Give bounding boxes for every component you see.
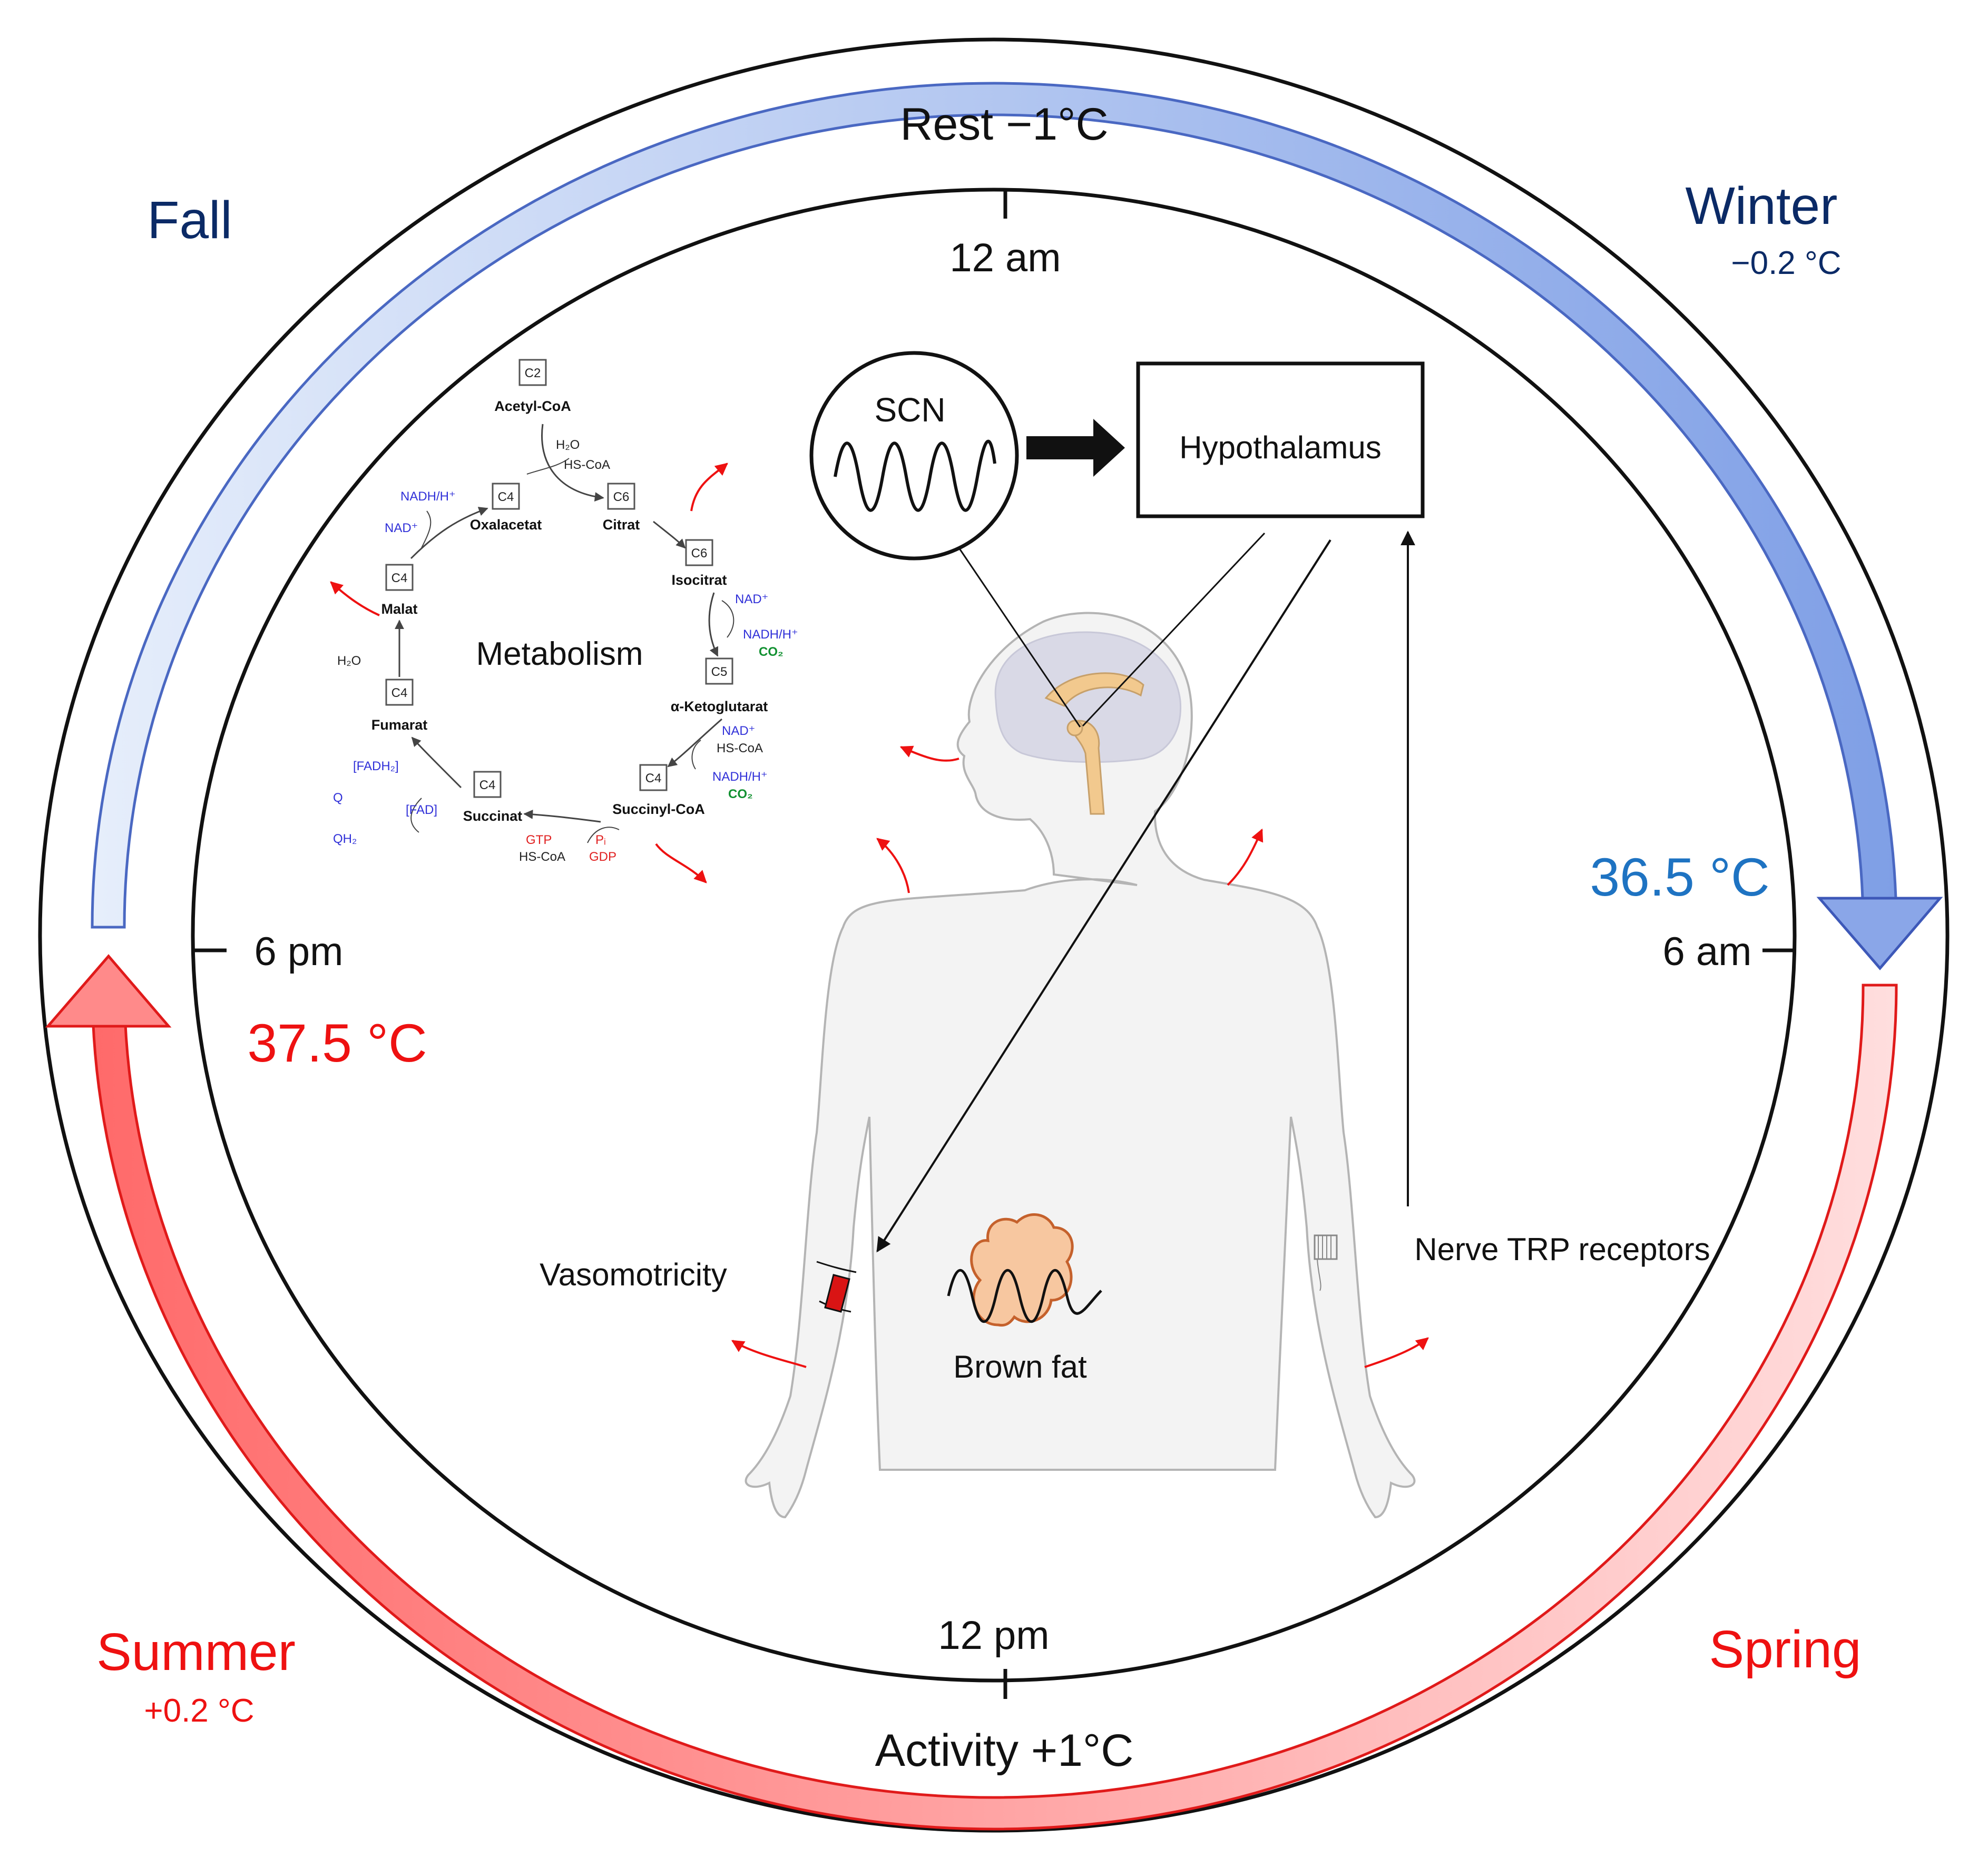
tca-fadh2: [FADH₂] (353, 759, 399, 773)
metabolism-label: Metabolism (476, 636, 643, 672)
tca-succinat-name: Succinat (463, 808, 523, 824)
scn-label: SCN (874, 391, 945, 429)
blood-vessel-icon (816, 1261, 857, 1313)
tca-hscoa-b: HS-CoA (717, 741, 763, 755)
scn-to-hypothalamus-arrow (1026, 419, 1125, 477)
tca-h2o-a: H₂O (556, 438, 580, 452)
tca-succinylcoa-name: Succinyl-CoA (612, 801, 705, 817)
season-summer: Summer (96, 1623, 296, 1682)
clock-12pm: 12 pm (938, 1613, 1049, 1658)
activity-arc-label: Activity +1°C (875, 1725, 1134, 1776)
season-spring: Spring (1709, 1620, 1861, 1679)
tca-malat-name: Malat (381, 601, 417, 617)
scn-brain-line (958, 547, 1081, 728)
tca-h2o-b: H₂O (337, 654, 361, 668)
brown-fat-label: Brown fat (953, 1349, 1087, 1384)
brown-fat-oscillation (947, 1269, 1102, 1323)
tca-acetyl-name: Acetyl-CoA (494, 398, 571, 414)
temp-low: 36.5 °C (1590, 847, 1769, 907)
human-silhouette (745, 612, 1416, 1519)
tca-ketoglutarat-carbon: C5 (711, 665, 728, 679)
tca-hscoa-a: HS-CoA (564, 458, 610, 472)
tca-fumarat-carbon: C4 (391, 686, 408, 700)
tca-oxalacetat-carbon: C4 (498, 490, 514, 504)
inner-ring (191, 188, 1797, 1683)
clock-12am: 12 am (949, 235, 1061, 280)
outer-ring (38, 37, 1950, 1833)
scn-circle (809, 351, 1019, 561)
tca-malat-carbon: C4 (391, 571, 408, 585)
tca-nad-a: NAD⁺ (735, 592, 768, 606)
season-winter-delta: −0.2 °C (1731, 245, 1841, 281)
vasomotricity-label: Vasomotricity (540, 1257, 727, 1292)
tca-cycle: Metabolism C2 Acetyl-CoA C6 Citrat C6 Is… (333, 359, 798, 864)
tca-pi: Pᵢ (595, 833, 606, 847)
scn-oscillation (834, 439, 996, 512)
tca-ketoglutarat-name: α-Ketoglutarat (671, 699, 768, 714)
tca-citrat-carbon: C6 (613, 490, 630, 504)
tca-succinylcoa-carbon: C4 (645, 771, 662, 785)
tca-oxalacetat-name: Oxalacetat (470, 517, 542, 533)
tca-q: Q (333, 791, 343, 805)
season-winter: Winter (1686, 176, 1838, 235)
tca-isocitrat-carbon: C6 (691, 546, 708, 561)
tca-isocitrat-name: Isocitrat (671, 572, 727, 588)
tca-qh2: QH₂ (333, 832, 357, 846)
trp-receptor-icon (1314, 1234, 1338, 1291)
temp-high: 37.5 °C (247, 1013, 427, 1073)
activity-arrowhead (45, 954, 172, 1028)
hypothalamus-brain-line (1082, 532, 1266, 727)
brain-shape (994, 631, 1182, 763)
clock-6am: 6 am (1663, 929, 1752, 974)
hypothalamus-to-vasomotricity-arrow (876, 539, 1331, 1253)
tca-fad: [FAD] (406, 803, 437, 817)
season-summer-delta: +0.2 °C (144, 1693, 254, 1729)
tca-nad-b: NAD⁺ (722, 724, 755, 738)
tca-nad-c: NAD⁺ (385, 521, 418, 535)
tca-nadh-a: NADH/H⁺ (743, 627, 798, 642)
nerve-label: Nerve TRP receptors (1414, 1232, 1710, 1267)
tca-nadh-b: NADH/H⁺ (712, 770, 768, 784)
season-fall: Fall (147, 191, 232, 250)
rest-arc-label: Rest −1°C (900, 99, 1108, 150)
tca-gdp: GDP (589, 850, 616, 864)
tca-acetyl-carbon: C2 (525, 366, 541, 380)
tca-hscoa-c: HS-CoA (519, 850, 565, 864)
tca-co2-b: CO₂ (728, 787, 753, 801)
rest-arrowhead (1816, 897, 1943, 970)
clock-6pm: 6 pm (254, 929, 344, 974)
tca-fumarat-name: Fumarat (371, 717, 428, 733)
tca-gtp: GTP (526, 833, 552, 847)
tca-nadh-c: NADH/H⁺ (400, 489, 456, 504)
tca-co2-a: CO₂ (759, 645, 784, 659)
tca-succinat-carbon: C4 (479, 778, 496, 792)
hypothalamus-box (1136, 361, 1425, 518)
tca-citrat-name: Citrat (603, 517, 640, 533)
hypothalamus-label: Hypothalamus (1179, 430, 1382, 465)
heat-flux-arrows (330, 463, 1429, 1368)
